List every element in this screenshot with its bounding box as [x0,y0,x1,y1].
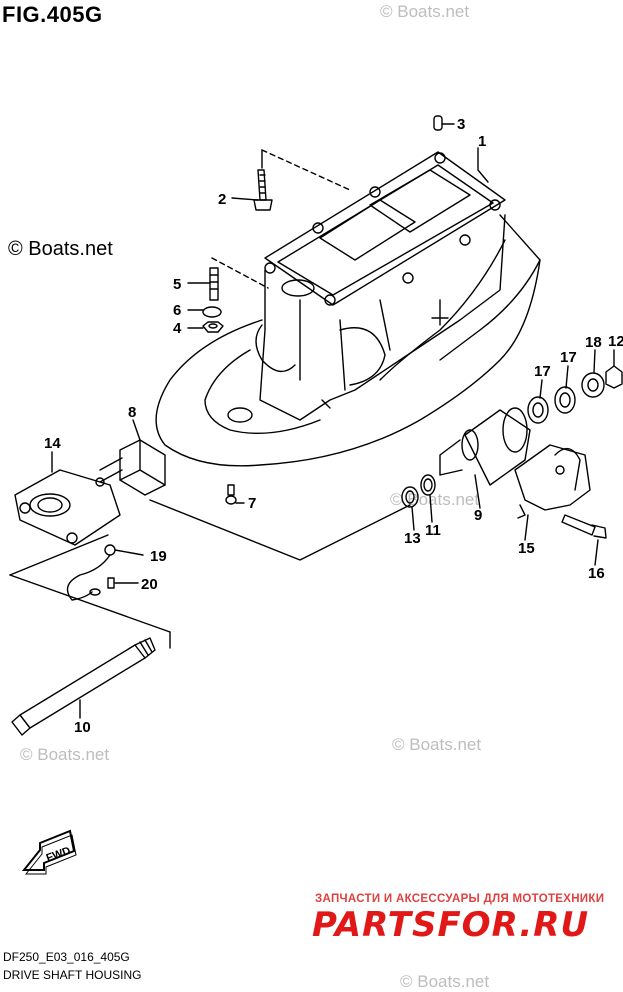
washer-17b [554,386,576,414]
watermark: © Boats.net [20,745,110,764]
callout-7: 7 [248,495,256,512]
figure-caption: DRIVE SHAFT HOUSING [3,968,142,982]
callout-18: 18 [585,334,602,351]
watermark: © Boats.net [400,972,490,991]
callout-19: 19 [150,548,167,565]
guide-line [9,534,109,576]
fwd-arrow-icon [21,829,77,875]
drive-shaft-housing [155,151,541,467]
guide-line [261,149,351,191]
callout-13: 13 [404,530,421,547]
callout-3: 3 [457,116,465,133]
nut-4 [202,321,224,333]
bolt-16 [561,514,607,539]
bolt-2 [253,169,273,211]
promo-brand-logo: PARTSFOR.RU [312,905,590,945]
watermark: © Boats.net [392,735,482,754]
washer-18 [581,372,605,398]
model-code: DF250_E03_016_405G [3,950,130,964]
callout-8: 8 [128,404,136,421]
washer-13 [401,486,419,508]
long-bolt-10 [11,637,156,736]
callout-14: 14 [44,435,61,452]
washer-17 [527,396,549,424]
callout-20: 20 [141,576,158,593]
guide-line [211,257,269,289]
bolt-20 [107,577,115,589]
callout-6: 6 [173,302,181,319]
dowel-pin-3 [433,115,443,131]
promo-tagline: ЗАПЧАСТИ И АКСЕССУАРЫ ДЛЯ МОТОТЕХНИКИ [315,893,605,905]
callout-16: 16 [588,565,605,582]
callout-17: 17 [534,363,551,380]
callout-1: 1 [478,133,486,150]
callout-9: 9 [474,507,482,524]
bolt-7 [225,484,237,505]
ring-11 [420,474,436,496]
washer-6 [202,306,222,318]
guide-line [149,499,411,561]
mount-9 [439,407,531,486]
mount-bracket-15 [514,444,591,519]
fwd-label: FWD [45,845,73,865]
watermark: © Boats.net [390,490,480,509]
callout-11: 11 [425,522,441,539]
watermark: © Boats.net [380,2,470,21]
callout-15: 15 [518,540,535,557]
callout-5: 5 [173,276,181,293]
callout-2: 2 [218,191,226,208]
watermark-main: © Boats.net [8,238,113,260]
holder-14 [14,469,121,546]
callout-12: 12 [608,333,623,350]
callout-10: 10 [74,719,91,736]
callout-17b: 17 [560,349,577,366]
guide-line [9,574,171,633]
callout-4: 4 [173,320,182,337]
stud-5 [209,267,219,301]
figure-title: FIG.405G [2,2,103,27]
